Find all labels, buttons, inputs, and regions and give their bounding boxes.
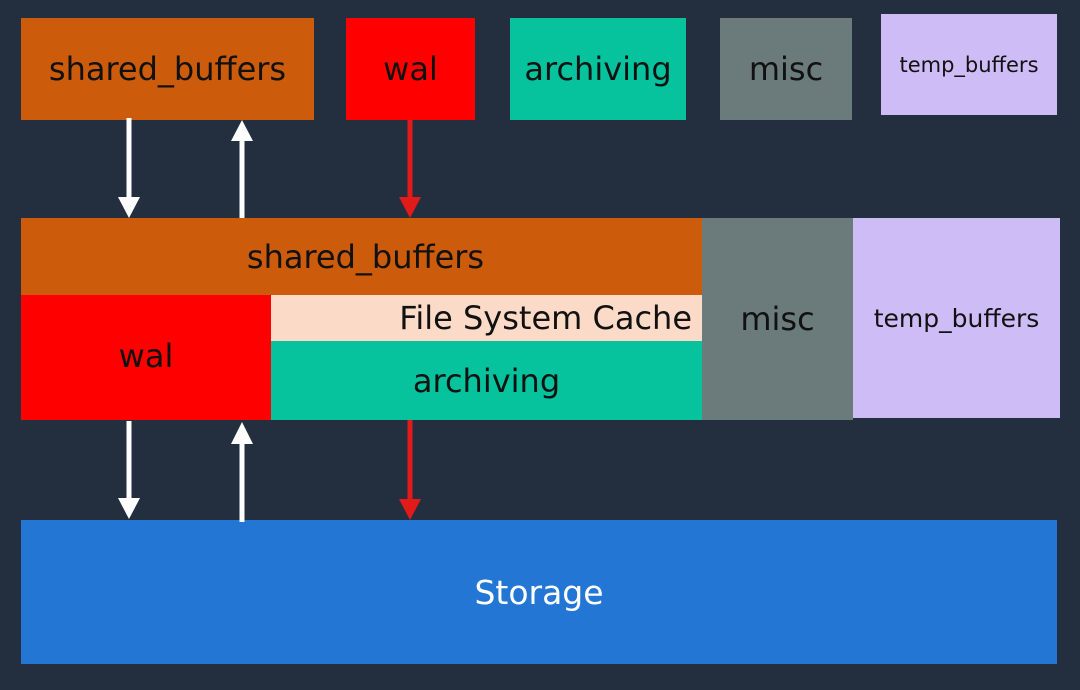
arrow-shared-buffers-up xyxy=(231,120,253,218)
legend-wal-label: wal xyxy=(383,50,438,88)
memory-shared-buffers-label: shared_buffers xyxy=(246,237,485,276)
memory-temp-buffers-label: temp_buffers xyxy=(873,303,1040,333)
arrow-shared-buffers-down xyxy=(118,118,140,218)
legend-temp-buffers-label: temp_buffers xyxy=(899,52,1039,77)
memory-archiving-label: archiving xyxy=(412,361,561,400)
memory-archiving: archiving xyxy=(271,341,702,420)
legend-archiving-label: archiving xyxy=(524,50,672,88)
arrow-wal-storage-down xyxy=(118,421,140,519)
memory-wal: wal xyxy=(21,295,271,420)
arrow-wal-down xyxy=(399,120,421,218)
legend-wal: wal xyxy=(346,18,475,120)
memory-temp-buffers: temp_buffers xyxy=(853,218,1060,418)
legend-misc: misc xyxy=(720,18,852,120)
memory-misc: misc xyxy=(702,218,853,420)
arrow-storage-wal-up xyxy=(231,422,253,522)
memory-file-system-cache: File System Cache xyxy=(271,295,702,341)
storage-label: Storage xyxy=(474,572,604,612)
memory-misc-label: misc xyxy=(740,300,815,338)
legend-shared-buffers: shared_buffers xyxy=(21,18,314,120)
memory-wal-label: wal xyxy=(118,336,174,375)
legend-temp-buffers: temp_buffers xyxy=(881,14,1057,115)
legend-shared-buffers-label: shared_buffers xyxy=(48,50,287,88)
legend-archiving: archiving xyxy=(510,18,686,120)
legend-misc-label: misc xyxy=(748,50,824,88)
memory-shared-buffers: shared_buffers xyxy=(21,218,702,295)
memory-file-system-cache-label: File System Cache xyxy=(399,299,692,337)
storage-block: Storage xyxy=(21,520,1057,664)
arrow-archiving-storage-down xyxy=(399,420,421,520)
